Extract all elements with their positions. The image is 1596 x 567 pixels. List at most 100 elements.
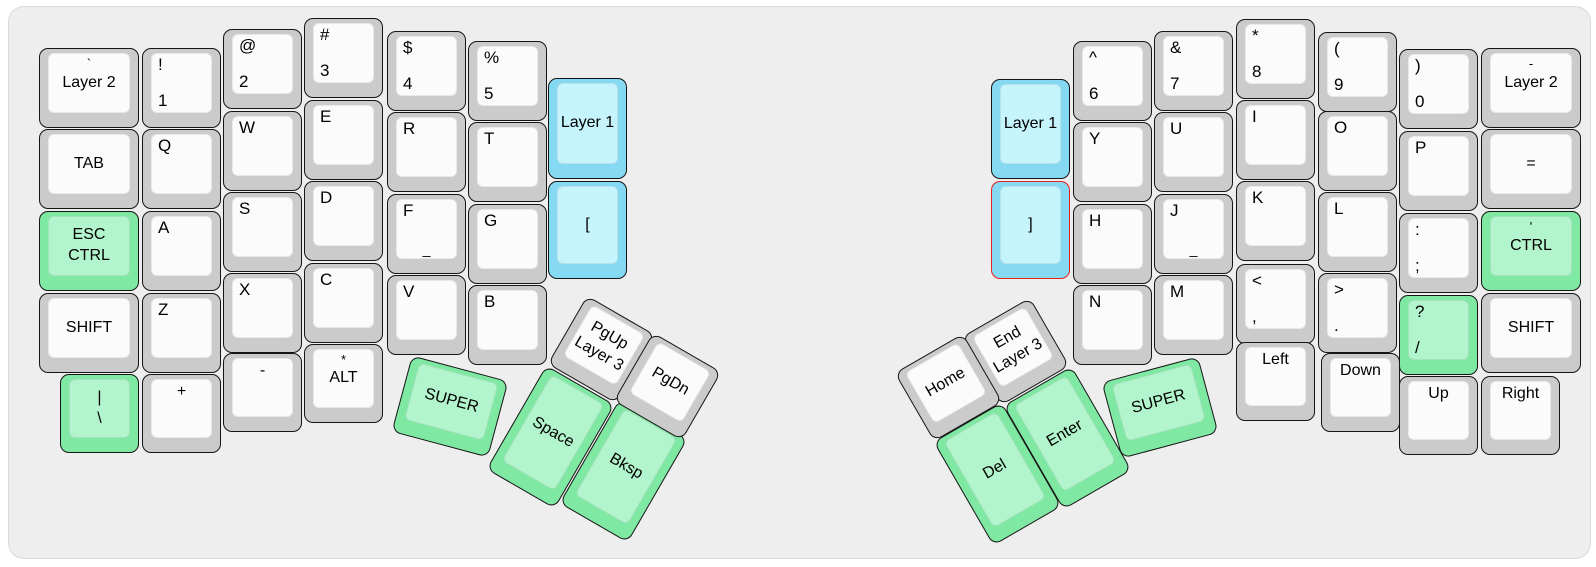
key-plus[interactable]: + xyxy=(142,374,221,453)
key-label: 1 xyxy=(158,91,168,110)
key-arrow-up[interactable]: Up xyxy=(1399,376,1478,455)
keycap-top: :; xyxy=(1408,218,1469,278)
keycap-top: T xyxy=(477,127,538,187)
keycap-top: (9 xyxy=(1327,37,1388,97)
key-0[interactable]: )0 xyxy=(1399,49,1478,129)
key-i[interactable]: I xyxy=(1236,100,1315,180)
keycap-top: E xyxy=(313,105,374,165)
key-label: S xyxy=(239,199,251,218)
key-m[interactable]: M xyxy=(1154,275,1233,355)
keycap-top: = xyxy=(1490,134,1572,194)
key-n[interactable]: N xyxy=(1073,285,1152,365)
keycap-top: Layer 1 xyxy=(1000,84,1061,164)
key-p[interactable]: P xyxy=(1399,131,1478,211)
key-w[interactable]: W xyxy=(223,111,302,191)
key-label: Layer 2 xyxy=(1504,73,1558,91)
keycap-top: Layer 2- xyxy=(1490,53,1572,113)
key-s[interactable]: S xyxy=(223,192,302,272)
key-arrow-left[interactable]: Left xyxy=(1236,342,1315,421)
key-label: # xyxy=(320,25,330,44)
key-label: . xyxy=(1334,316,1339,335)
key-label: SHIFT xyxy=(65,318,113,336)
key-layer1-right[interactable]: Layer 1 xyxy=(991,79,1070,179)
key-x[interactable]: X xyxy=(223,273,302,353)
key-v[interactable]: V xyxy=(387,275,466,355)
key-label: 0 xyxy=(1415,92,1425,111)
key-2[interactable]: @2 xyxy=(223,29,302,109)
key-e[interactable]: E xyxy=(304,100,383,180)
key-super-right[interactable]: SUPER xyxy=(1101,355,1219,459)
key-label: G xyxy=(484,211,498,230)
key-1[interactable]: !1 xyxy=(142,48,221,128)
key-layer1-left[interactable]: Layer 1 xyxy=(548,78,627,179)
key-label: Right xyxy=(1501,385,1540,402)
key-super-left[interactable]: SUPER xyxy=(391,354,509,458)
key-9[interactable]: (9 xyxy=(1318,32,1397,112)
key-label: 5 xyxy=(484,84,494,103)
key-label: TAB xyxy=(74,154,104,172)
key-label: [ xyxy=(585,215,590,233)
key-l[interactable]: L xyxy=(1318,192,1397,272)
key-7[interactable]: &7 xyxy=(1154,31,1233,111)
key-k[interactable]: K xyxy=(1236,181,1315,261)
key-f[interactable]: F_ xyxy=(387,194,466,274)
key-q[interactable]: Q xyxy=(142,129,221,209)
key-label: / xyxy=(1415,338,1420,357)
key-label: C xyxy=(320,270,333,289)
key-minus-left[interactable]: - xyxy=(223,353,302,432)
key-arrow-down[interactable]: Down xyxy=(1321,353,1400,432)
key-tab[interactable]: TAB xyxy=(39,129,139,209)
key-equals[interactable]: = xyxy=(1481,129,1581,209)
keycap-top: Down xyxy=(1330,358,1391,417)
key-label: |\ xyxy=(97,388,102,427)
keycap-top: F_ xyxy=(396,199,457,259)
key-shift-right[interactable]: SHIFT xyxy=(1481,293,1581,373)
key-g[interactable]: G xyxy=(468,204,547,284)
key-j[interactable]: J_ xyxy=(1154,194,1233,274)
key-c[interactable]: C xyxy=(304,263,383,343)
key-semicolon[interactable]: :; xyxy=(1399,213,1478,293)
key-d[interactable]: D xyxy=(304,181,383,261)
key-y[interactable]: Y xyxy=(1073,122,1152,202)
key-quote-ctrl[interactable]: CTRL' xyxy=(1481,211,1581,291)
key-star-alt[interactable]: ALT* xyxy=(304,344,383,423)
key-label: A xyxy=(158,218,170,237)
key-comma[interactable]: <, xyxy=(1236,264,1315,344)
key-8[interactable]: *8 xyxy=(1236,19,1315,99)
key-period[interactable]: >. xyxy=(1318,273,1397,353)
key-label: J xyxy=(1170,201,1179,220)
key-b[interactable]: B xyxy=(468,285,547,365)
key-r[interactable]: R xyxy=(387,112,466,192)
key-left-bracket[interactable]: [ xyxy=(548,181,627,279)
key-z[interactable]: Z xyxy=(142,293,221,373)
key-label: , xyxy=(1252,307,1257,326)
key-right-bracket[interactable]: ] xyxy=(991,181,1070,279)
key-label: Home xyxy=(922,363,968,400)
keycap-top: PgDn xyxy=(628,340,711,423)
key-u[interactable]: U xyxy=(1154,112,1233,192)
key-3[interactable]: #3 xyxy=(304,18,383,98)
key-6[interactable]: ^6 xyxy=(1073,41,1152,121)
key-h[interactable]: H xyxy=(1073,204,1152,284)
key-grave-layer2[interactable]: Layer 2` xyxy=(39,48,139,128)
key-label: 8 xyxy=(1252,62,1262,81)
keycap-top: Q xyxy=(151,134,212,194)
key-t[interactable]: T xyxy=(468,122,547,202)
key-pipe-backslash[interactable]: |\ xyxy=(60,374,139,453)
key-shift-left[interactable]: SHIFT xyxy=(39,293,139,373)
key-o[interactable]: O xyxy=(1318,111,1397,191)
key-question-slash[interactable]: ?/ xyxy=(1399,295,1478,375)
keycap-top: TAB xyxy=(48,134,130,194)
key-label: PgDn xyxy=(648,363,692,399)
key-label: * xyxy=(340,352,347,367)
key-label: M xyxy=(1170,282,1185,301)
key-a[interactable]: A xyxy=(142,211,221,291)
key-5[interactable]: %5 xyxy=(468,41,547,121)
key-arrow-right[interactable]: Right xyxy=(1481,376,1560,455)
key-label: 4 xyxy=(403,74,413,93)
key-minus-layer2[interactable]: Layer 2- xyxy=(1481,48,1581,128)
keycap-top: >. xyxy=(1327,278,1388,338)
key-4[interactable]: $4 xyxy=(387,31,466,111)
